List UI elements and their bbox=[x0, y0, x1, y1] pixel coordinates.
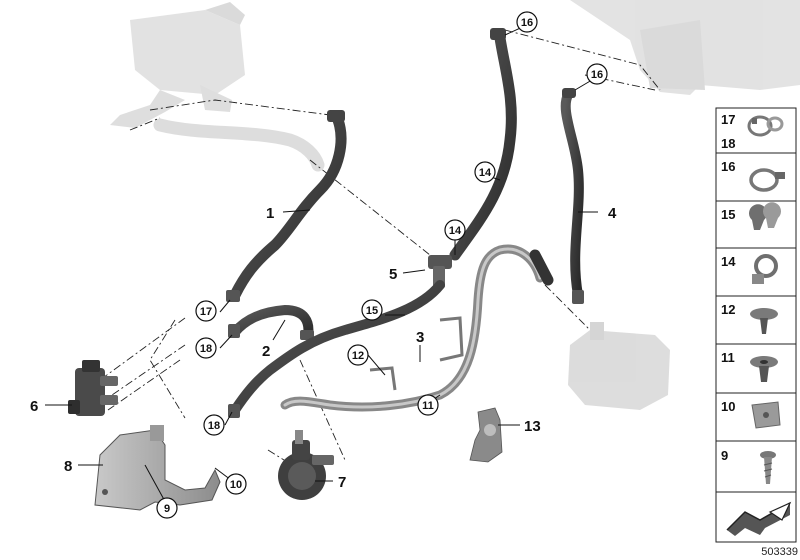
svg-text:16: 16 bbox=[721, 159, 735, 174]
coolant-hose-lower bbox=[228, 280, 445, 418]
svg-text:11: 11 bbox=[422, 400, 434, 412]
svg-text:12: 12 bbox=[721, 302, 735, 317]
expanding-rivet-icon bbox=[750, 308, 778, 334]
circled-callout-18a: 18 bbox=[195, 337, 217, 359]
svg-text:15: 15 bbox=[366, 305, 378, 317]
svg-text:10: 10 bbox=[721, 399, 735, 414]
svg-text:15: 15 bbox=[721, 207, 735, 222]
svg-text:17: 17 bbox=[721, 112, 735, 127]
svg-text:17: 17 bbox=[200, 306, 212, 318]
legend-item-10: 10 bbox=[721, 399, 781, 429]
circled-callout-10: 10 bbox=[225, 473, 247, 495]
holder-clip-icon bbox=[752, 254, 778, 284]
circled-callout-11: 11 bbox=[417, 394, 439, 416]
circled-callout-9: 9 bbox=[156, 497, 178, 519]
speed-nut-icon bbox=[751, 401, 781, 429]
svg-text:16: 16 bbox=[521, 17, 533, 29]
circled-callout-18b: 18 bbox=[203, 414, 225, 436]
coolant-hose-4 bbox=[560, 88, 584, 304]
circled-callout-12: 12 bbox=[347, 344, 369, 366]
legend-item-direction bbox=[726, 501, 792, 536]
holder-13 bbox=[469, 407, 503, 463]
callout-1: 1 bbox=[266, 205, 274, 222]
legend-item-14: 14 bbox=[721, 254, 778, 284]
circled-callout-16a: 16 bbox=[516, 11, 538, 33]
callout-3: 3 bbox=[416, 329, 424, 346]
svg-text:18: 18 bbox=[200, 343, 212, 355]
expansion-tank-faded bbox=[568, 322, 670, 410]
double-holder-clip-icon bbox=[749, 202, 782, 230]
expanding-nut-icon bbox=[750, 356, 778, 382]
bracket-8 bbox=[94, 425, 221, 511]
svg-text:10: 10 bbox=[230, 479, 242, 491]
coolant-hose-long-14 bbox=[449, 28, 517, 261]
callout-4: 4 bbox=[608, 205, 617, 222]
callout-13: 13 bbox=[524, 418, 541, 435]
callout-7: 7 bbox=[338, 474, 346, 491]
callout-2: 2 bbox=[262, 343, 270, 360]
callout-5: 5 bbox=[389, 266, 397, 283]
legend-item-17-18: 17 18 bbox=[721, 112, 784, 151]
coolant-hose-1 bbox=[226, 110, 347, 302]
svg-text:9: 9 bbox=[721, 448, 728, 463]
svg-text:11: 11 bbox=[721, 350, 735, 365]
legend-item-12: 12 bbox=[721, 302, 778, 334]
legend-item-11: 11 bbox=[721, 350, 778, 382]
coolant-pipe-3 bbox=[280, 244, 554, 412]
leader-lines bbox=[45, 24, 598, 506]
svg-text:14: 14 bbox=[449, 225, 462, 237]
hose-clamp-pair-icon bbox=[747, 115, 784, 137]
svg-text:9: 9 bbox=[164, 503, 170, 515]
direction-arrow-icon bbox=[726, 501, 792, 536]
coolant-hose-2 bbox=[228, 304, 314, 340]
svg-text:14: 14 bbox=[479, 167, 492, 179]
circled-callout-14a: 14 bbox=[474, 161, 496, 183]
circled-callout-16b: 16 bbox=[586, 63, 608, 85]
engine-thermostat-housing-faded bbox=[110, 2, 245, 128]
coolant-valve-6 bbox=[68, 360, 118, 416]
callout-8: 8 bbox=[64, 458, 72, 475]
svg-text:12: 12 bbox=[352, 350, 364, 362]
circled-callout-17: 17 bbox=[195, 300, 217, 322]
heater-core-box-faded bbox=[570, 0, 800, 95]
circled-callout-14b: 14 bbox=[444, 219, 466, 241]
legend-item-9: 9 bbox=[721, 448, 776, 484]
legend-panel: 17 18 16 15 14 bbox=[715, 107, 797, 543]
diagram-id: 503339 bbox=[761, 546, 798, 558]
circled-callout-15: 15 bbox=[361, 299, 383, 321]
legend-item-15: 15 bbox=[721, 202, 782, 230]
callout-6: 6 bbox=[30, 398, 38, 415]
upper-coolant-hose-faded bbox=[153, 118, 325, 172]
electric-water-pump-7 bbox=[278, 430, 334, 500]
svg-text:14: 14 bbox=[721, 254, 736, 269]
hose-clamp-icon bbox=[749, 168, 785, 192]
hose-1-connector bbox=[327, 110, 345, 122]
svg-text:18: 18 bbox=[721, 136, 735, 151]
svg-text:18: 18 bbox=[208, 420, 220, 432]
screw-icon bbox=[760, 451, 776, 484]
svg-text:16: 16 bbox=[591, 69, 603, 81]
legend-item-16: 16 bbox=[721, 159, 785, 192]
